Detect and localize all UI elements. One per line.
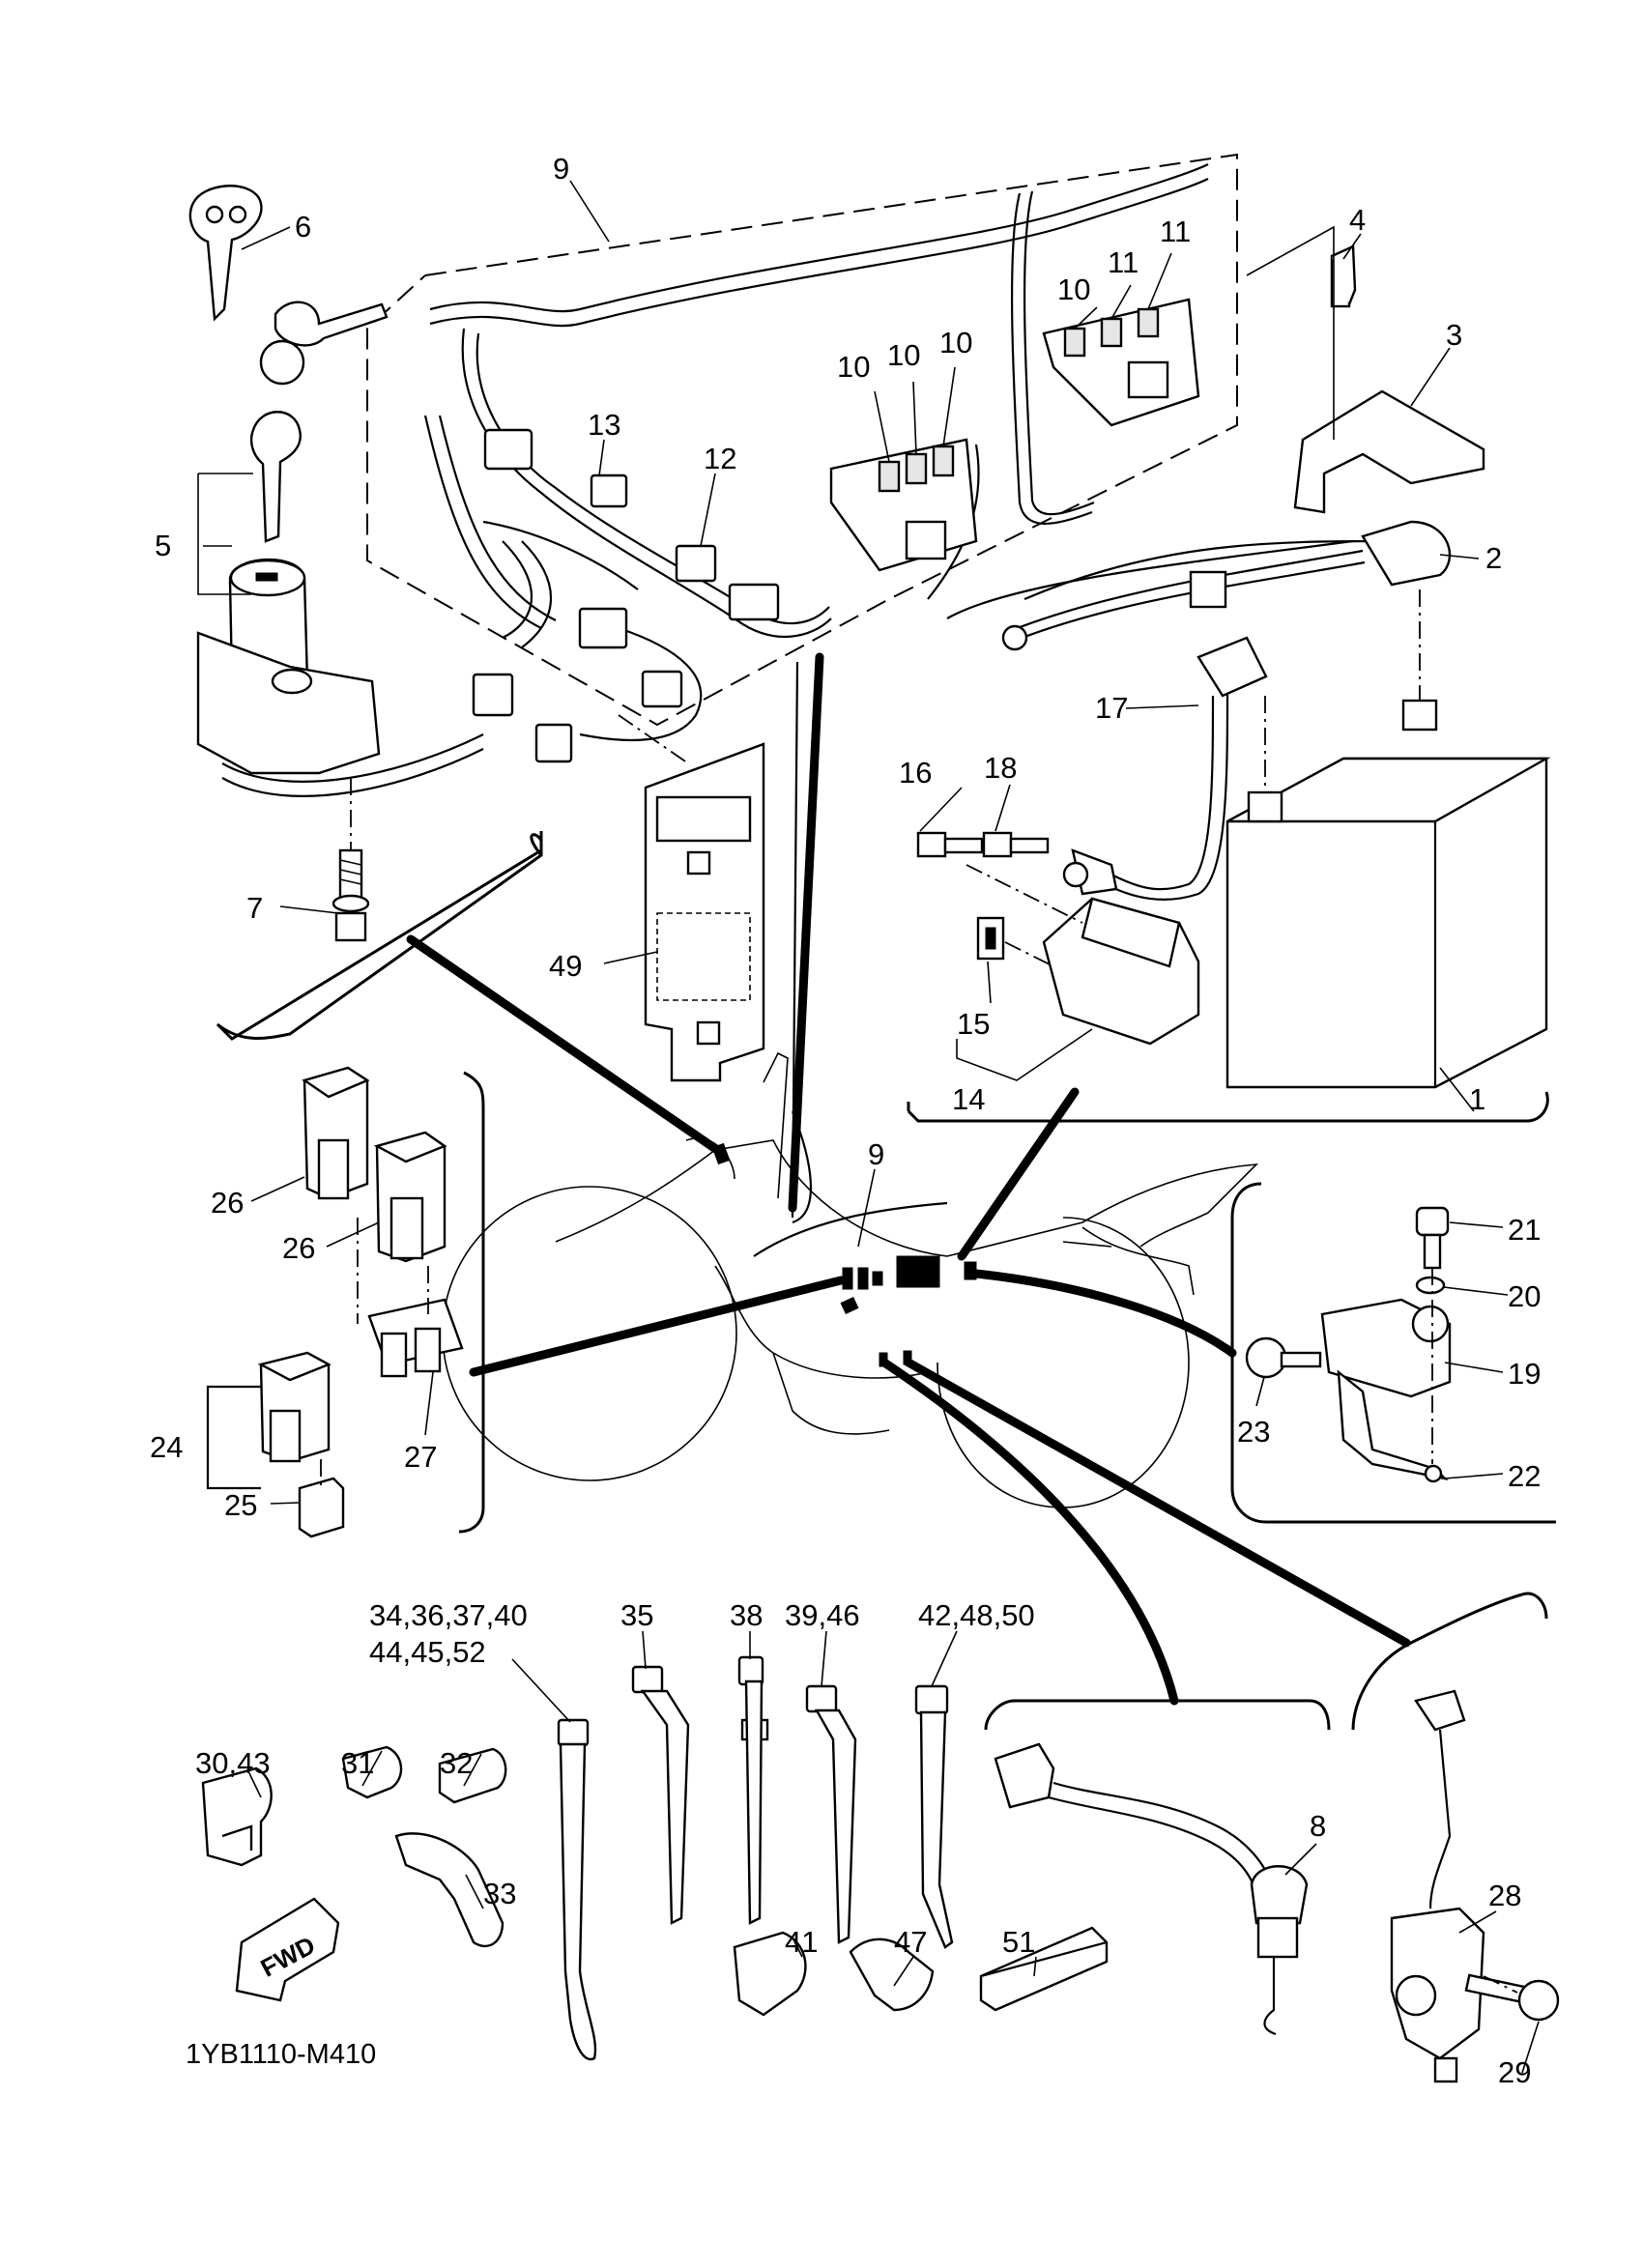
callout-15: 15	[957, 1007, 990, 1041]
callout-49: 49	[549, 949, 582, 983]
cable-tie-39-46	[805, 1684, 857, 1944]
callout-28: 28	[1488, 1879, 1521, 1912]
callout-17: 17	[1095, 691, 1128, 725]
callout-19: 19	[1508, 1357, 1541, 1391]
bolt-16	[916, 831, 984, 858]
battery-1	[1225, 699, 1551, 1089]
callout-33: 33	[483, 1877, 516, 1910]
battery-clip-4	[1330, 244, 1357, 308]
callout-10-d: 10	[1057, 273, 1090, 306]
callout-32: 32	[440, 1746, 473, 1780]
callout-7: 7	[246, 891, 263, 925]
callout-3: 3	[1446, 318, 1462, 352]
callout-27: 27	[404, 1440, 437, 1474]
main-switch-assembly	[196, 558, 484, 797]
callout-47: 47	[894, 1925, 927, 1959]
bolt-21	[1415, 1206, 1450, 1270]
fuse-box-rear	[1042, 298, 1200, 427]
callout-51: 51	[1002, 1925, 1035, 1959]
fuse-15	[976, 916, 1005, 961]
callout-41: 41	[785, 1925, 818, 1959]
callout-5: 5	[155, 529, 171, 562]
callout-labels: 9 6 4 3 2 13 12 10 10 10 10 11 11 5 17 1…	[150, 152, 1541, 2089]
callout-26-upper: 26	[211, 1186, 244, 1220]
callout-42-48-50: 42,48,50	[918, 1598, 1035, 1632]
relay-26-lower	[373, 1131, 447, 1263]
protector-51	[979, 1926, 1109, 2012]
screw-29	[1464, 1973, 1560, 2022]
clamp-47	[849, 1938, 935, 2012]
bolt-18	[982, 831, 1050, 858]
callout-1: 1	[1469, 1082, 1485, 1116]
callout-14: 14	[952, 1082, 985, 1116]
callout-24: 24	[150, 1430, 183, 1464]
callout-2: 2	[1485, 541, 1502, 575]
washer-20	[1415, 1276, 1446, 1295]
callout-30-43: 30,43	[195, 1746, 271, 1780]
callout-6: 6	[295, 210, 311, 244]
harness-connectors	[472, 428, 780, 763]
callout-29: 29	[1498, 2055, 1531, 2089]
bracket-22	[1337, 1369, 1449, 1483]
callout-38: 38	[730, 1598, 763, 1632]
battery-cable-2	[1001, 520, 1452, 651]
cable-tie-38	[737, 1655, 769, 1925]
callout-20: 20	[1508, 1279, 1541, 1313]
relay-socket-27	[367, 1298, 464, 1378]
drawing-code: 1YB1110-M410	[186, 2039, 376, 2070]
callout-39-46: 39,46	[785, 1598, 860, 1632]
callout-22: 22	[1508, 1459, 1541, 1493]
relay-connector-25	[298, 1477, 345, 1538]
key-6	[188, 185, 263, 322]
callout-35: 35	[620, 1598, 653, 1632]
callout-11-a: 11	[1108, 245, 1139, 279]
callout-9-top: 9	[553, 152, 569, 186]
relay-24	[257, 1351, 331, 1463]
connector-12	[675, 544, 717, 583]
clamp-31	[341, 1745, 403, 1799]
callout-8: 8	[1310, 1809, 1326, 1843]
callout-12: 12	[704, 442, 736, 475]
leader-lines	[197, 180, 1540, 2074]
callout-11-b: 11	[1160, 215, 1191, 248]
sensor-19	[1320, 1298, 1452, 1398]
callout-10-c: 10	[939, 326, 972, 359]
clamp-41	[733, 1931, 807, 2017]
callout-25: 25	[224, 1488, 257, 1522]
callout-10-b: 10	[887, 338, 920, 372]
callout-34-36-37-40: 34,36,37,40	[369, 1598, 528, 1632]
starter-relay-14	[1042, 861, 1200, 1046]
harness-group-outline	[366, 153, 1238, 727]
callout-16: 16	[899, 756, 932, 789]
fuse-box-front	[829, 438, 978, 572]
key-set-5	[249, 301, 389, 543]
cable-tie-long	[557, 1718, 597, 2061]
switch-lead-28	[1390, 1689, 1485, 2083]
label-49	[644, 742, 765, 1082]
fwd-arrow	[235, 1897, 340, 2002]
callout-23: 23	[1237, 1415, 1270, 1449]
callout-4: 4	[1349, 203, 1366, 237]
callout-44-45-52: 44,45,52	[369, 1635, 486, 1669]
screw-7	[331, 848, 370, 942]
callout-13: 13	[588, 408, 620, 442]
relay-26-upper	[302, 1066, 370, 1200]
clamp-30-43	[201, 1766, 273, 1867]
callout-26-lower: 26	[282, 1231, 315, 1265]
cable-tie-35	[631, 1665, 690, 1925]
clamp-33	[394, 1832, 504, 1948]
relay-13	[590, 474, 628, 508]
wire-harness	[423, 163, 1393, 742]
callout-31: 31	[341, 1746, 374, 1780]
bolt-23	[1245, 1336, 1322, 1379]
callout-21: 21	[1508, 1213, 1541, 1247]
callout-18: 18	[984, 751, 1017, 785]
clamp-32	[438, 1747, 507, 1804]
battery-band-3	[1293, 389, 1485, 514]
cable-tie-42-48-50	[914, 1684, 954, 1949]
sensor-lead-8	[994, 1742, 1309, 2036]
callout-10-a: 10	[837, 350, 870, 384]
callout-9-center: 9	[868, 1137, 884, 1171]
